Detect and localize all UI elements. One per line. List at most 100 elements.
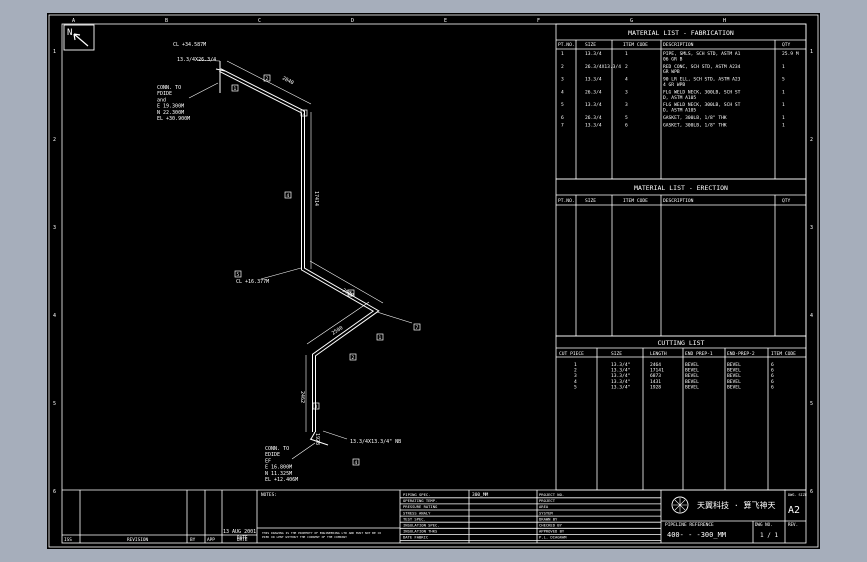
cutting-cell: 13.3/4" [611,368,630,374]
project-label: DRAWN BY [539,516,558,521]
frame-row-number-right: 6 [810,489,813,495]
frame-col-letter: B [165,18,168,24]
outer-border [48,14,819,548]
cutting-cell: 4 [574,379,577,385]
frame-row-number-right: 1 [810,49,813,55]
company-logo-text: 天翼科技 · 算飞神天 [697,500,775,510]
fabrication-cell: D, ASTM A105 [663,95,696,101]
north-arrow: N [63,24,95,51]
cutting-cell: 5 [574,384,577,390]
cutting-cell: BEVEL [685,373,699,379]
top-centerline-label: CL +34.587M [173,42,206,48]
frame-row-number: 5 [53,401,56,407]
cutting-cell: 13.3/4" [611,384,630,390]
fabrication-cell: PIPE, SMLS, SCH STD, ASTM A1 [663,51,741,57]
cutting-header: LENGTH [650,351,667,357]
cutting-title: CUTTING LIST [658,339,705,347]
frame-row-number-right: 5 [810,401,813,407]
part-tag-box [312,402,320,410]
cutting-header: SIZE [611,351,622,357]
fabrication-cell: 1 [625,51,628,57]
part-tag-number: 4 [287,193,290,199]
frame-col-letter: E [444,18,447,24]
cutting-cell: 6 [771,384,774,390]
cutting-cell: BEVEL [727,373,741,379]
part-tag-box [413,323,421,331]
bottom-connection-note: CONN. TO [265,446,289,452]
fabrication-cell: 1 [782,122,785,128]
frame-col-letter: G [630,18,633,24]
fabrication-cell: 06 GR B [663,56,683,62]
fabrication-cell: 5 [625,115,628,121]
frame-row-number-right: 4 [810,313,813,319]
fabrication-header: ITEM CODE [623,42,648,48]
cutting-cell: 6873 [650,373,661,379]
top-connection-note: E 19.300M [157,104,184,110]
dimension-label: 2840 [281,75,294,86]
bottom-connection-note: EDIDE [265,452,280,458]
inner-border [61,23,807,544]
frame-row-number: 2 [53,137,56,143]
notes-label: NOTES: [261,492,277,498]
cutting-header: CUT PIECE [559,351,584,357]
frame-col-letter: H [723,18,726,24]
pipe-route [188,59,413,460]
drawing-size: A2 [788,505,800,516]
fabrication-cell: 6 [625,122,628,128]
revision-header: DATE [237,537,248,543]
fabrication-header: PT.NO. [558,42,575,48]
fabrication-cell: 13.3/4 [585,102,602,108]
cutting-header: END PREP-1 [685,351,713,357]
cutting-cell: BEVEL [727,362,741,368]
drawing-size-label: DWG. SIZE [788,493,807,497]
fabrication-cell: 2 [561,64,564,70]
fabrication-cell: 13.3/4 [585,51,602,57]
fabrication-header: QTY [782,42,791,48]
spec-value: 300_MM [472,492,489,498]
fabrication-cell: 1 [782,89,785,95]
fabrication-cell: FLG WELD NECK, 300LB, SCH ST [663,102,741,108]
frame-col-letter: D [351,18,354,24]
spec-label: OPERATING TEMP. [403,498,437,503]
fabrication-cell: 7 [561,122,564,128]
frame-row-number: 4 [53,313,56,319]
cutting-cell: 2 [574,368,577,374]
part-tag-box [231,84,239,92]
frame-col-letter: C [258,18,261,24]
north-label: N [67,28,72,38]
spec-label: PRESSURE RATING [403,504,438,509]
part-tag-number: 2 [352,355,355,361]
cutting-cell: 3 [574,373,577,379]
cutting-cell: 6 [771,373,774,379]
part-tag-box [263,74,271,82]
fabrication-cell: 3 [625,102,628,108]
top-connection-note: N 22.300M [157,110,184,116]
part-tag-box [234,270,242,278]
part-tag-number: 3 [315,404,318,410]
north-arrow-icon [73,33,89,47]
part-tag-number: 6 [350,291,353,297]
cutting-cell: 1431 [650,379,661,385]
fabrication-cell: RED CONC, SCH STD, ASTM A234 [663,64,741,70]
cutting-cell: 13.3/4" [611,373,630,379]
dimension-label: 2500 [331,325,344,337]
cutting-cell: 13.3/4" [611,379,630,385]
cutting-header: END-PREP-2 [727,351,755,357]
fabrication-cell: 1 [561,51,564,57]
bottom-connection-note: EF [265,458,271,464]
pipeline-reference-label: PIPELINE REFERENCE [665,522,714,528]
spec-label: DATE FABRIC [403,535,428,540]
part-tag-number: 7 [416,325,419,331]
erection-header: SIZE [585,198,596,204]
cutting-cell: 6 [771,379,774,385]
dimension-label: 17414 [313,191,319,206]
fabrication-cell: 90 LR ELL, SCH STD, ASTM A23 [663,77,741,83]
fabrication-cell: GR WPB [663,69,680,75]
drawing-number: 1 / 1 [760,532,778,539]
revision-header: BY [190,537,196,543]
cutting-cell: 1 [574,362,577,368]
frame-row-number-right: 2 [810,137,813,143]
frame-row-number: 3 [53,225,56,231]
fabrication-cell: GASKET, 300LB, 1/8" THK [663,115,727,121]
part-tag-box [376,333,384,341]
